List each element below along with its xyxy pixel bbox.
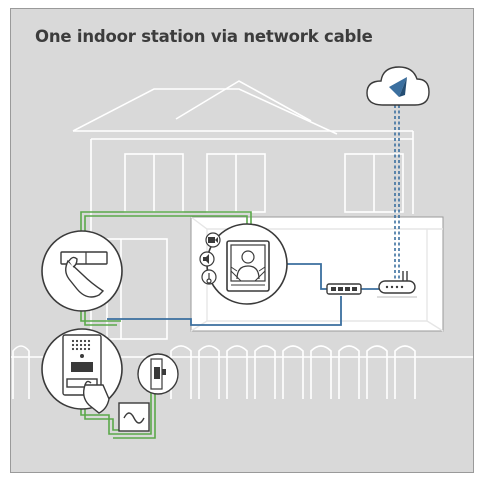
diagram-title: One indoor station via network cable xyxy=(35,27,373,46)
speaker-icon xyxy=(199,251,215,267)
cloud-icon xyxy=(366,66,430,106)
diagram-frame: One indoor station via network cable xyxy=(10,8,474,473)
installation-scene xyxy=(11,66,473,439)
cloud-link xyxy=(394,105,400,279)
video-camera-icon xyxy=(205,232,221,248)
doorbell-press-icon xyxy=(41,230,123,312)
door-opener-icon xyxy=(137,353,179,395)
router-icon xyxy=(377,271,417,298)
blue-network-cable xyxy=(107,263,379,326)
fence xyxy=(11,345,473,399)
key-icon xyxy=(201,269,217,285)
network-switch-icon xyxy=(326,283,362,295)
power-supply-icon xyxy=(118,402,150,432)
indoor-station-icon xyxy=(206,223,288,305)
door-station-icon xyxy=(41,328,123,414)
